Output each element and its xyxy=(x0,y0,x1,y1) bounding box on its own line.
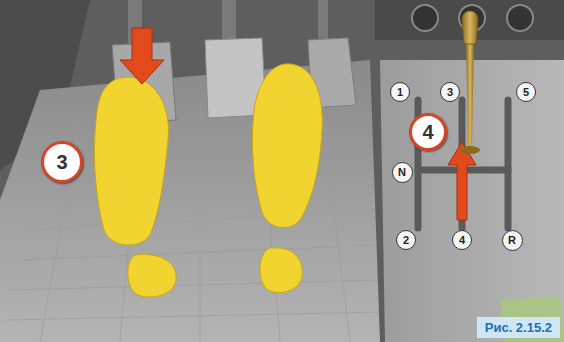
gear-number: 2 xyxy=(396,230,416,250)
gear-number: 3 xyxy=(440,82,460,102)
callout-number: 4 xyxy=(409,113,447,151)
number-text: 3 xyxy=(447,86,453,98)
number-text: 4 xyxy=(422,121,433,144)
gear-number: 1 xyxy=(390,82,410,102)
number-text: 3 xyxy=(56,151,67,174)
gear-number: N xyxy=(392,162,413,183)
gear-number: 4 xyxy=(452,230,472,250)
number-text: N xyxy=(398,166,406,178)
number-text: 5 xyxy=(523,86,529,98)
figure-caption: Рис. 2.15.2 xyxy=(477,317,560,338)
gear-number: R xyxy=(502,230,523,251)
number-text: 2 xyxy=(403,234,409,246)
number-text: 1 xyxy=(397,86,403,98)
number-text: 4 xyxy=(459,234,465,246)
callout-number: 3 xyxy=(41,141,83,183)
number-text: R xyxy=(508,234,516,246)
gear-number: 5 xyxy=(516,82,536,102)
